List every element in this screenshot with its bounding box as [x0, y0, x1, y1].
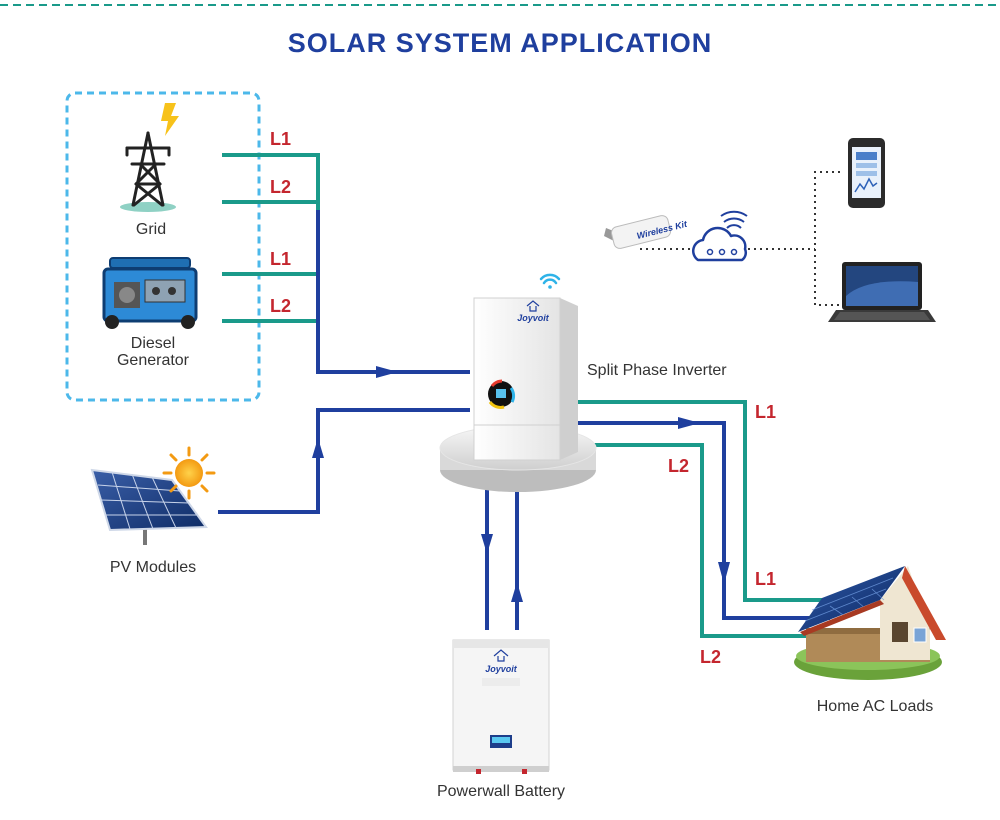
battery-label: Powerwall Battery — [437, 783, 565, 800]
diesel-generator-label-line2: Generator — [117, 352, 190, 369]
grid-l2-label: L2 — [270, 177, 291, 197]
output-arrow-down — [718, 562, 730, 584]
generator-icon — [102, 257, 198, 329]
gen-l1-label: L1 — [270, 249, 291, 269]
network-lines — [640, 171, 840, 306]
output-wires — [578, 400, 830, 638]
home-l1-label: L1 — [755, 569, 776, 589]
output-arrow-right — [678, 417, 700, 429]
out-l2-label: L2 — [668, 456, 689, 476]
home-l2-label: L2 — [700, 647, 721, 667]
laptop-icon — [828, 262, 936, 322]
inverter-label: Split Phase Inverter — [587, 362, 727, 379]
battery-icon: Joyvoit — [452, 639, 550, 774]
battery-wires — [481, 490, 523, 630]
cloud-icon — [691, 210, 748, 262]
house-icon — [794, 566, 946, 680]
solar-panel-icon — [90, 468, 208, 545]
out-l1-label: L1 — [755, 402, 776, 422]
wifi-icon — [539, 273, 561, 289]
battery-down-arrow — [481, 534, 493, 554]
pv-modules-label: PV Modules — [110, 559, 196, 576]
page-title: SOLAR SYSTEM APPLICATION — [288, 28, 713, 58]
pv-up-arrow — [312, 438, 324, 458]
grid-l1-label: L1 — [270, 129, 291, 149]
home-loads-label: Home AC Loads — [817, 698, 934, 715]
ac-input-arrow — [376, 366, 398, 378]
grid-label: Grid — [136, 221, 166, 238]
smartphone-icon — [848, 138, 885, 208]
inverter-icon: Joyvoit — [473, 297, 578, 461]
pv-wires — [218, 408, 470, 514]
inverter-brand: Joyvoit — [517, 313, 550, 323]
source-wires — [222, 153, 470, 378]
transmission-tower-icon — [120, 131, 176, 212]
source-dashed-box — [65, 91, 261, 402]
lightning-icon — [161, 103, 179, 136]
wireless-dongle-icon: Wireless Kit — [604, 215, 689, 249]
battery-up-arrow — [511, 582, 523, 602]
sun-icon — [162, 446, 216, 500]
battery-brand: Joyvoit — [485, 664, 518, 674]
diesel-generator-label-line1: Diesel — [131, 335, 175, 352]
gen-l2-label: L2 — [270, 296, 291, 316]
